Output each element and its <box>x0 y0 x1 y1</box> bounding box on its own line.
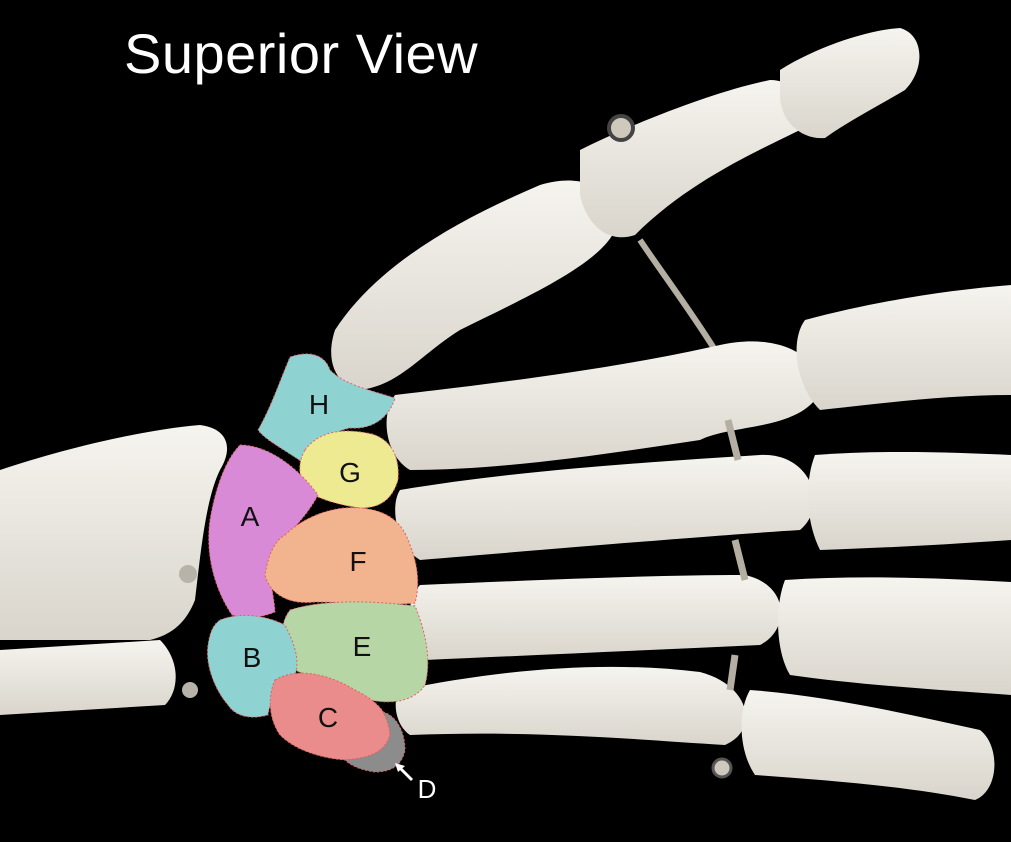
carpal-h <box>257 353 396 463</box>
carpal-a <box>208 444 319 619</box>
metacarpal-4 <box>409 575 781 660</box>
label-e: E <box>352 631 372 662</box>
label-c: C <box>317 702 339 733</box>
arrow-d-head <box>395 763 405 772</box>
carpal-d <box>343 711 406 773</box>
ulna-bone <box>0 640 176 715</box>
phalanx-middle <box>808 451 1011 550</box>
finger-springs <box>724 419 749 691</box>
carpal-g <box>299 430 399 509</box>
label-b: B <box>242 642 262 673</box>
label-g: G <box>339 457 361 488</box>
metacarpal-2 <box>386 341 819 470</box>
label-h: H <box>308 389 330 420</box>
label-d: D <box>417 774 437 804</box>
wire-spring <box>179 565 197 583</box>
thumb-metacarpal <box>331 180 616 390</box>
wire-screw <box>182 682 198 698</box>
phalanx-ring <box>778 577 1011 695</box>
thumb-proximal-phalanx <box>580 80 806 238</box>
thumb-distal-phalanx <box>780 28 920 139</box>
label-a: A <box>240 501 260 532</box>
metacarpal-3 <box>395 454 815 560</box>
label-f: F <box>349 546 367 577</box>
thumb-spring <box>637 238 718 352</box>
phalanx-index <box>796 285 1011 410</box>
metacarpal-5 <box>395 666 746 745</box>
figure-title: Superior View <box>124 22 479 85</box>
carpal-f <box>264 507 419 605</box>
radius-bone <box>0 425 228 640</box>
thumb-eyelet <box>607 114 635 142</box>
phalanx-little <box>741 690 995 800</box>
little-eyelet <box>711 757 733 779</box>
